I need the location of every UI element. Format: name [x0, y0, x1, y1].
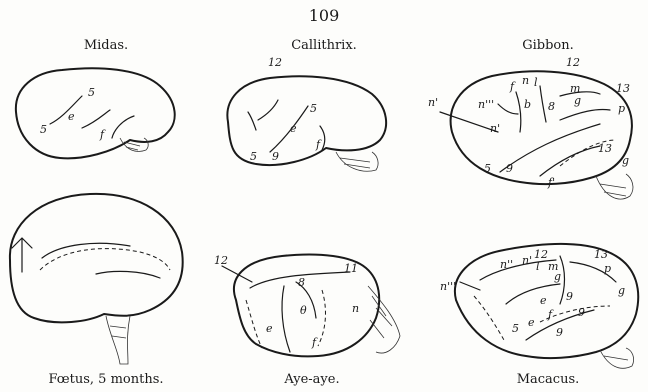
gibbon-brain-figure: 12 n' n''' f n l m b 8 g 13 p n' 5 9 13 …: [428, 56, 633, 199]
gibbon-label-f-prime: f': [547, 176, 555, 189]
caption-foetus: Fœtus, 5 months.: [6, 372, 206, 387]
callithrix-label-9: 9: [272, 150, 279, 163]
caption-aye-aye: Aye-aye.: [212, 372, 412, 387]
midas-label-5-top: 5: [88, 86, 95, 99]
callithrix-label-5-side: 5: [250, 150, 257, 163]
macacus-label-5: 5: [512, 322, 519, 335]
gibbon-label-12: 12: [566, 56, 580, 69]
gibbon-label-13-lower: 13: [598, 142, 612, 155]
macacus-label-n-double: n'': [500, 258, 513, 271]
macacus-label-f: f: [547, 308, 554, 321]
macacus-label-n-triple: n''': [440, 280, 456, 293]
aye-aye-brain-figure: 12 8 11 n e f θ: [214, 254, 400, 356]
midas-label-5-side: 5: [40, 123, 47, 136]
macacus-label-9-low: 9: [556, 326, 563, 339]
caption-macacus: Macacus.: [448, 372, 648, 387]
gibbon-label-g-lower: g: [622, 154, 629, 167]
caption-midas: Midas.: [6, 38, 206, 53]
callithrix-label-e: e: [290, 122, 297, 135]
aye-aye-label-11: 11: [344, 262, 358, 275]
gibbon-label-l: l: [534, 76, 538, 89]
gibbon-label-p: p: [618, 102, 625, 115]
callithrix-label-12: 12: [268, 56, 282, 69]
midas-label-f: f: [99, 128, 106, 141]
gibbon-label-b: b: [524, 98, 531, 111]
aye-aye-label-12: 12: [214, 254, 228, 267]
macacus-label-13: 13: [594, 248, 608, 261]
gibbon-label-n-prime: n': [428, 96, 438, 109]
aye-aye-label-e: e: [266, 322, 273, 335]
gibbon-label-n-triple: n''': [478, 98, 494, 111]
caption-callithrix: Callithrix.: [224, 38, 424, 53]
callithrix-label-5-top: 5: [310, 102, 317, 115]
aye-aye-label-8: 8: [298, 276, 305, 289]
gibbon-label-13-top: 13: [616, 82, 630, 95]
aye-aye-label-theta: θ: [300, 304, 307, 317]
macacus-label-9-mid: 9: [566, 290, 573, 303]
gibbon-label-5: 5: [484, 162, 491, 175]
macacus-label-9-right: 9: [578, 306, 585, 319]
aye-aye-label-n: n: [352, 302, 359, 315]
macacus-label-g-right: g: [618, 284, 625, 297]
macacus-label-e-mid: e: [540, 294, 547, 307]
gibbon-label-n-prime-lower: n': [490, 122, 500, 135]
gibbon-label-n: n: [522, 74, 529, 87]
callithrix-label-f: f: [315, 138, 322, 151]
gibbon-label-g-top: g: [574, 94, 581, 107]
gibbon-label-f: f: [509, 80, 516, 93]
macacus-label-l: l: [536, 260, 540, 273]
midas-brain-figure: 5 5 e f: [16, 68, 175, 158]
macacus-label-n-prime: n': [522, 254, 532, 267]
foetus-brain-figure: [10, 194, 183, 364]
gibbon-label-9: 9: [506, 162, 513, 175]
caption-gibbon: Gibbon.: [448, 38, 648, 53]
macacus-label-p: p: [604, 262, 611, 275]
callithrix-brain-figure: 12 5 e f 5 9: [227, 56, 386, 171]
macacus-brain-figure: 12 13 n'' n' l m p n''' g g e 9 9 5 e f …: [440, 244, 638, 368]
aye-aye-label-f: f: [311, 336, 318, 349]
macacus-label-g-top: g: [554, 270, 561, 283]
midas-label-e: e: [68, 110, 75, 123]
macacus-label-e-low: e: [528, 316, 535, 329]
gibbon-label-8: 8: [548, 100, 555, 113]
